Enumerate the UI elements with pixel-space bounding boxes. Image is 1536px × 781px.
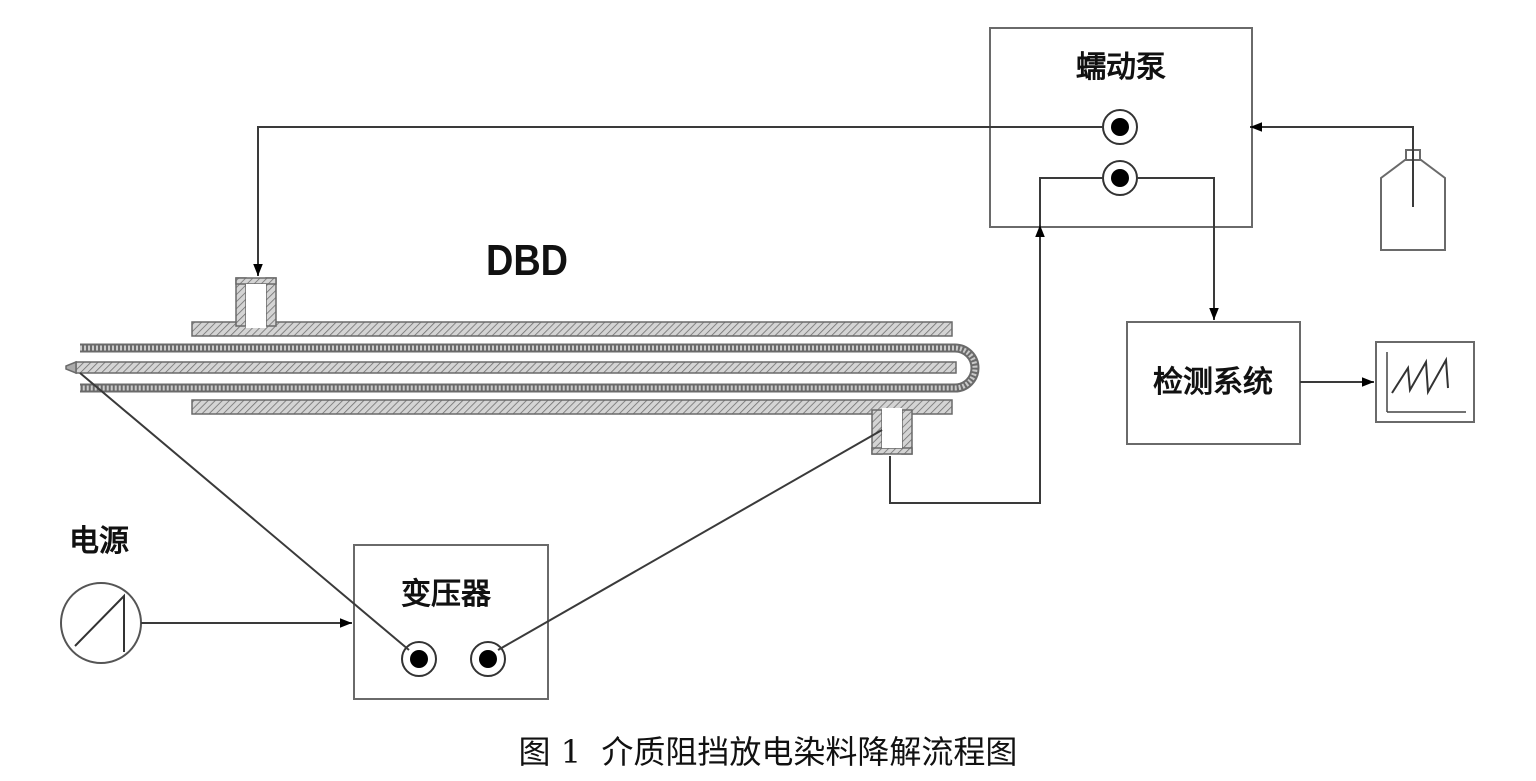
pump-port-bottom [1102,160,1138,196]
transformer-box [353,544,549,700]
reactor-inlet-nozzle [235,277,277,328]
line-reactor-outlet-to-pump-arrow [889,225,1045,504]
transformer-label: 变压器 [401,577,492,612]
waveform-trace-icon [1391,356,1449,396]
connections [79,122,1414,651]
wire-reactor-to-terminal-right [497,429,883,651]
power-source-circle [60,582,142,664]
power-source-label: 电源 [69,524,129,559]
figure-caption: 图 1 介质阻挡放电染料降解流程图 [519,733,1018,771]
electrode-tip [65,360,77,375]
pump-port-top [1102,109,1138,145]
sawtooth-wave-icon [74,593,125,652]
power-source [60,582,142,664]
wire-electrode-to-terminal-left [79,372,410,651]
line-pump-to-detection [1138,177,1219,320]
detection-system-box [1126,321,1301,445]
transformer-terminal-right [470,641,506,677]
dbd-reactor [65,277,980,455]
detection-system-label: 检测系统 [1153,365,1273,400]
dbd-label: DBD [486,236,568,285]
line-reactor-outlet-to-pump-end [1039,177,1102,225]
output-monitor [1375,341,1475,423]
transformer: 变压器 [353,544,549,700]
outer-tube-top-wall [191,321,953,337]
peristaltic-pump-label: 蠕动泵 [1076,50,1166,85]
reactor-outlet-nozzle [871,408,913,455]
detection-system: 检测系统 [1126,321,1301,445]
line-pump-to-reactor-inlet [253,126,1102,276]
central-electrode [75,361,957,374]
line-bottle-to-pump [1250,122,1414,207]
outer-tube-bottom-wall [191,399,953,415]
monitor-box [1375,341,1475,423]
transformer-terminal-left [401,641,437,677]
